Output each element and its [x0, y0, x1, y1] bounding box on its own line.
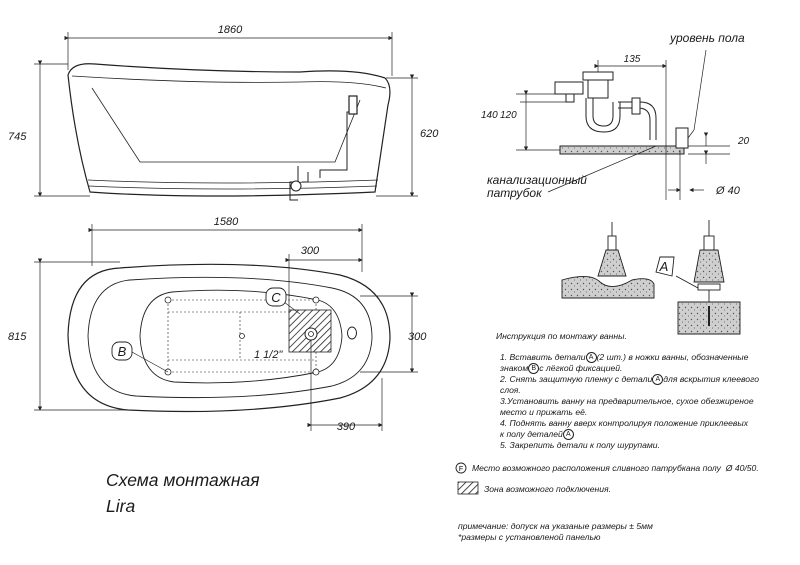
dim-floor-gap: 20 [737, 136, 750, 147]
sewer-label-1: канализационный [487, 173, 587, 187]
side-view [67, 63, 391, 201]
dim-drain-zone-width: 300 [408, 331, 427, 343]
dim-side-height-inner: 620 [420, 128, 439, 140]
circle-marker-b: B [528, 363, 540, 375]
overflow-pipe [319, 98, 354, 178]
dim-pipe-size: 1 1/2" [254, 349, 283, 361]
fixing-detail-1 [561, 222, 655, 299]
legend-marker-f-circle [455, 462, 467, 474]
circle-marker-a3: A [562, 429, 574, 441]
instructions-step4: 4. Поднять ванну вверх контролируя полож… [500, 418, 749, 428]
legend-drain-text: Место возможного расположения сливного п… [472, 463, 721, 473]
instructions-step2-cont: слоя. [500, 385, 521, 395]
scheme-model: Lira [106, 496, 136, 516]
scheme-title: Схема монтажная [106, 470, 260, 490]
marker-b: B [118, 344, 127, 359]
overflow-head [348, 95, 358, 115]
drain-detail [554, 71, 689, 155]
top-dimensions [34, 224, 418, 431]
marker-c-box [265, 287, 287, 307]
step4-text-b: к полу деталей [500, 429, 563, 439]
dim-top-width: 815 [8, 331, 27, 343]
step1-text-d: с лёгкой фиксацией. [539, 363, 623, 373]
drain-dimensions [516, 49, 730, 200]
note-panel: *размеры с установленой панелью [458, 532, 601, 542]
dim-drain-zone-len: 300 [301, 245, 320, 257]
dim-drain-h2: 120 [500, 110, 517, 121]
circle-marker-a: A [585, 352, 597, 364]
dim-pipe-diam: Ø 40 [715, 185, 741, 197]
side-dimensions [34, 32, 418, 197]
tub-base-band [87, 179, 379, 184]
legend-drain-size: Ø 40/50. [725, 463, 759, 473]
tub-base-band2 [88, 185, 378, 190]
dim-drain-dist: 135 [624, 54, 641, 65]
siphon [289, 166, 309, 201]
marker-a: A [659, 259, 669, 274]
note-tolerance: примечание: допуск на указаные размеры ±… [458, 521, 653, 531]
dim-top-length: 1580 [214, 216, 239, 228]
dim-drain-offset: 390 [337, 421, 356, 433]
floor-slab [559, 145, 685, 155]
marker-a-box [655, 256, 675, 277]
dim-side-height: 745 [8, 131, 27, 143]
instructions-step5: 5. Закрепить детали к полу шурупами. [500, 440, 660, 450]
circle-marker-a2: A [652, 374, 664, 386]
tub-rim-inner [71, 75, 387, 89]
instructions-step3: 3.Установить ванну на предварительное, с… [500, 396, 754, 406]
tub-top-outline [67, 263, 391, 413]
legend-marker-f: F [459, 466, 463, 473]
step1-text-b: (2 шт.) в ножки ванны, обозначенные [596, 352, 749, 362]
tub-side-outline [67, 63, 391, 197]
step2-text-a: 2. Снять защитную пленку с детали [500, 374, 653, 384]
step1-text-c: знаком [500, 363, 529, 373]
dim-drain-h1: 140 [481, 110, 498, 121]
top-view [67, 263, 391, 413]
dim-side-length: 1860 [218, 24, 243, 36]
marker-c: C [271, 290, 281, 305]
legend-zone: Зона возможного подключения. [484, 484, 611, 494]
tub-top-rim [87, 276, 373, 399]
instructions-title: Инструкция по монтажу ванны. [496, 331, 627, 341]
overflow-hole [347, 326, 357, 340]
step2-text-b: для вскрытия клеевого [663, 374, 759, 384]
fixing-detail-2 [675, 220, 741, 335]
instructions-step3-cont: место и прижать её. [500, 407, 588, 417]
sewer-label-2: патрубок [487, 186, 543, 200]
floor-level-label: уровень пола [669, 31, 745, 45]
tub-inner-basin [91, 87, 361, 163]
legend-hatch-swatch [457, 481, 479, 495]
marker-b-box [111, 341, 133, 361]
step1-text-a: 1. Вставить детали [500, 352, 586, 362]
legend-drain: Место возможного расположения сливного п… [472, 463, 759, 474]
